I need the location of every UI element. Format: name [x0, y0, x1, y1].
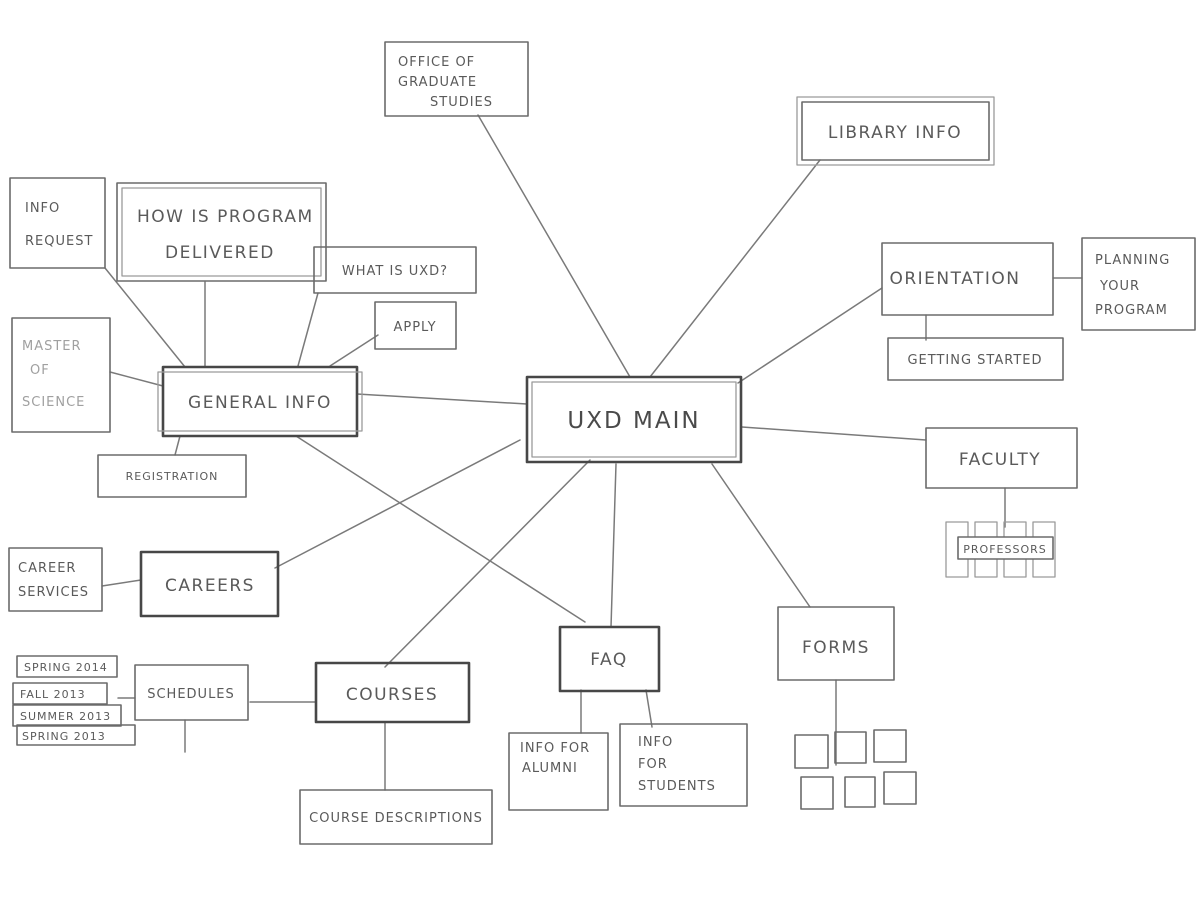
planning-label-line1: PLANNING [1095, 253, 1170, 268]
line-main-courses [384, 459, 591, 668]
line-general-registration [174, 435, 181, 456]
node-registration: REGISTRATION [97, 454, 247, 498]
form-page-1 [794, 734, 829, 769]
node-info-for-alumni: INFO FOR ALUMNI [508, 732, 609, 811]
line-general-faq [295, 435, 586, 623]
students-label-line1: INFO [638, 735, 673, 750]
schedules-label: SCHEDULES [147, 687, 235, 702]
node-info-for-students: INFO FOR STUDENTS [619, 723, 748, 807]
faq-label: FAQ [590, 650, 627, 670]
line-main-general [356, 393, 528, 405]
node-getting-started: GETTING STARTED [887, 337, 1064, 381]
node-summer-2013: SUMMER 2013 [12, 704, 122, 727]
master-label-line3: SCIENCE [22, 395, 85, 410]
students-label-line2: FOR [638, 757, 668, 772]
alumni-label-line1: INFO FOR [520, 741, 590, 756]
node-schedules: SCHEDULES [134, 664, 249, 721]
line-general-master [109, 371, 164, 387]
summer-2013-label: SUMMER 2013 [20, 710, 111, 723]
course-descriptions-label: COURSE DESCRIPTIONS [309, 811, 483, 826]
form-page-5 [844, 776, 876, 808]
node-how-is-program-delivered: HOW IS PROGRAM DELIVERED [116, 182, 327, 282]
node-uxd-main: UXD MAIN [525, 375, 743, 464]
spring-2014-label: SPRING 2014 [24, 661, 108, 674]
line-careers-services [101, 579, 142, 587]
node-forms: FORMS [777, 606, 895, 681]
career-services-label-line2: SERVICES [18, 585, 89, 600]
forms-label: FORMS [802, 638, 870, 658]
node-info-request: INFO REQUEST [9, 177, 106, 269]
node-general-info: GENERAL INFO [157, 365, 363, 438]
node-office-graduate-studies: OFFICE OF GRADUATE STUDIES [384, 41, 529, 117]
general-info-label: GENERAL INFO [188, 393, 332, 413]
orientation-label: ORIENTATION [889, 269, 1020, 289]
alumni-label-line2: ALUMNI [522, 761, 578, 776]
master-label-line2: OF [30, 363, 50, 378]
info-request-label-line1: INFO [25, 201, 60, 216]
uxd-main-label: UXD MAIN [567, 408, 700, 434]
line-main-office [477, 114, 631, 378]
node-faculty: FACULTY [925, 427, 1078, 489]
node-spring-2014: SPRING 2014 [16, 655, 118, 678]
how-delivered-label-line1: HOW IS PROGRAM [137, 207, 314, 227]
node-course-descriptions: COURSE DESCRIPTIONS [299, 789, 493, 845]
node-faq: FAQ [558, 625, 661, 693]
node-fall-2013: FALL 2013 [12, 682, 108, 705]
line-main-library [649, 159, 821, 378]
line-main-forms [711, 463, 811, 608]
master-label-line1: MASTER [22, 339, 82, 354]
line-main-faculty [741, 426, 927, 441]
registration-label: REGISTRATION [126, 470, 219, 483]
getting-started-label: GETTING STARTED [907, 353, 1042, 368]
line-main-orientation [737, 287, 883, 384]
office-label-line3: STUDIES [430, 95, 493, 110]
faculty-label: FACULTY [959, 450, 1041, 470]
node-career-services: CAREER SERVICES [8, 547, 103, 612]
apply-label: APPLY [393, 320, 436, 335]
library-label: LIBRARY INFO [828, 123, 962, 143]
line-main-faq [610, 463, 617, 628]
careers-label: CAREERS [165, 576, 255, 596]
info-request-label-line2: REQUEST [25, 234, 93, 249]
node-apply: APPLY [374, 301, 457, 350]
node-planning-your-program: PLANNING YOUR PROGRAM [1081, 237, 1196, 331]
spring-2013-label: SPRING 2013 [22, 730, 106, 743]
line-general-whatisuxd [297, 292, 319, 367]
form-page-3 [873, 729, 907, 763]
line-general-apply [329, 334, 379, 367]
fall-2013-label: FALL 2013 [20, 688, 86, 701]
node-courses: COURSES [314, 661, 471, 724]
how-delivered-label-line2: DELIVERED [165, 243, 275, 263]
node-master-of-science: MASTER OF SCIENCE [11, 317, 111, 433]
students-label-line3: STUDENTS [638, 779, 716, 794]
form-pages-cluster [794, 729, 917, 810]
node-orientation: ORIENTATION [881, 242, 1054, 316]
form-page-2 [834, 731, 867, 764]
node-what-is-uxd: WHAT IS UXD? [313, 246, 477, 294]
line-general-inforequest [104, 267, 186, 368]
node-professors: PROFESSORS [945, 521, 1056, 578]
professors-label: PROFESSORS [963, 543, 1046, 556]
line-main-careers [274, 439, 521, 569]
line-faq-students [645, 689, 653, 728]
form-page-6 [883, 771, 917, 805]
node-careers: CAREERS [139, 550, 280, 618]
what-is-uxd-label: WHAT IS UXD? [342, 264, 448, 279]
connector-lines [101, 114, 1083, 791]
planning-label-line2: YOUR [1099, 279, 1140, 294]
node-library-info: LIBRARY INFO [796, 96, 995, 166]
courses-label: COURSES [346, 685, 438, 705]
node-spring-2013: SPRING 2013 [16, 724, 136, 746]
office-label-line1: OFFICE OF [398, 55, 475, 70]
career-services-label-line1: CAREER [18, 561, 76, 576]
planning-label-line3: PROGRAM [1095, 303, 1168, 318]
office-label-line2: GRADUATE [398, 75, 477, 90]
form-page-4 [800, 776, 834, 810]
